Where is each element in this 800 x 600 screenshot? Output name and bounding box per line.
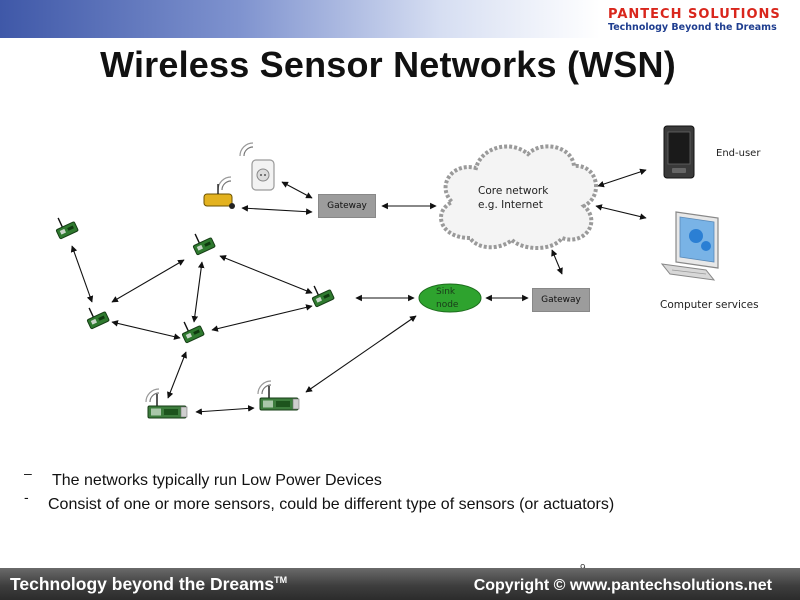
link-sensor2-sensor4 (191, 261, 205, 323)
link-cloud-gateway (551, 249, 563, 275)
link-cloud-enduser (597, 168, 647, 188)
gateway-top: Gateway (318, 194, 376, 218)
wsn-diagram: Gateway Gateway Core network e.g. Intern… (0, 100, 800, 440)
trademark-mark: TM (274, 575, 288, 586)
link-device-gateway (241, 205, 313, 215)
bullet-text: The networks typically run Low Power Dev… (52, 472, 382, 489)
link-sensor3-sensor2 (111, 259, 185, 303)
footer-tagline-text: Technology beyond the Dreams (10, 574, 275, 594)
sensor-node-7 (259, 385, 300, 411)
gateway-bottom-label: Gateway (541, 295, 581, 305)
core-network-cloud (439, 144, 598, 250)
brand-tagline: Technology Beyond the Dreams (608, 22, 777, 33)
footer-tagline: Technology beyond the DreamsTM (10, 574, 287, 595)
footer-bar: Technology beyond the DreamsTM Copyright… (0, 568, 800, 600)
gateway-top-label: Gateway (327, 201, 367, 211)
brand-logo: PANTECH SOLUTIONS Technology Beyond the … (608, 7, 796, 34)
connection-arrows (70, 168, 647, 415)
footer-copyright: Copyright © www.pantechsolutions.net (473, 577, 772, 594)
bullet-list: – The networks typically run Low Power D… (22, 465, 792, 516)
computer-icon (660, 211, 719, 281)
bullet-item: – The networks typically run Low Power D… (22, 465, 792, 492)
link-socket-gateway (281, 181, 313, 199)
sensor-node-3 (82, 301, 111, 330)
link-sensor4-sensor5 (211, 304, 313, 332)
core-network-line2: e.g. Internet (478, 199, 543, 211)
link-sensor2-sensor5 (219, 255, 313, 294)
diagram-canvas (51, 125, 719, 419)
bullet-text: Consist of one or more sensors, could be… (48, 496, 615, 513)
bullet-item: - Consist of one or more sensors, could … (22, 489, 792, 516)
bullet-dash-icon: – (24, 465, 32, 481)
link-cloud-computer (595, 204, 647, 220)
link-sensor6-sensor7 (195, 405, 255, 415)
sensor-node-6 (147, 393, 188, 419)
sink-node-line1: Sink (436, 287, 456, 297)
header-band (0, 0, 800, 38)
sensor-node-2 (188, 227, 217, 256)
link-sensor3-sensor4 (111, 320, 181, 340)
brand-name: PANTECH SOLUTIONS (608, 7, 781, 22)
sensor-node-1 (51, 211, 80, 240)
core-network-line1: Core network (478, 185, 549, 197)
core-network-label: Core network e.g. Internet (478, 184, 548, 212)
computer-services-label: Computer services (660, 299, 759, 311)
sink-node (418, 283, 482, 313)
slide-title: Wireless Sensor Networks (WSN) (100, 44, 676, 85)
wireless-device-icon (203, 176, 235, 209)
sensor-node-4 (177, 315, 206, 344)
sink-node-line2: node (436, 300, 459, 310)
link-sensor1-sensor3 (70, 245, 94, 303)
bullet-dash-icon: - (24, 489, 29, 505)
link-sensor7-sink (305, 315, 417, 393)
sink-node-label: Sink node (436, 286, 458, 312)
sensor-node-5 (307, 279, 336, 308)
link-sensor4-sensor6 (167, 351, 187, 399)
smart-plug-icon (239, 142, 275, 191)
gateway-bottom: Gateway (532, 288, 590, 312)
end-user-device-icon (663, 125, 695, 179)
end-user-label: End-user (716, 148, 761, 159)
